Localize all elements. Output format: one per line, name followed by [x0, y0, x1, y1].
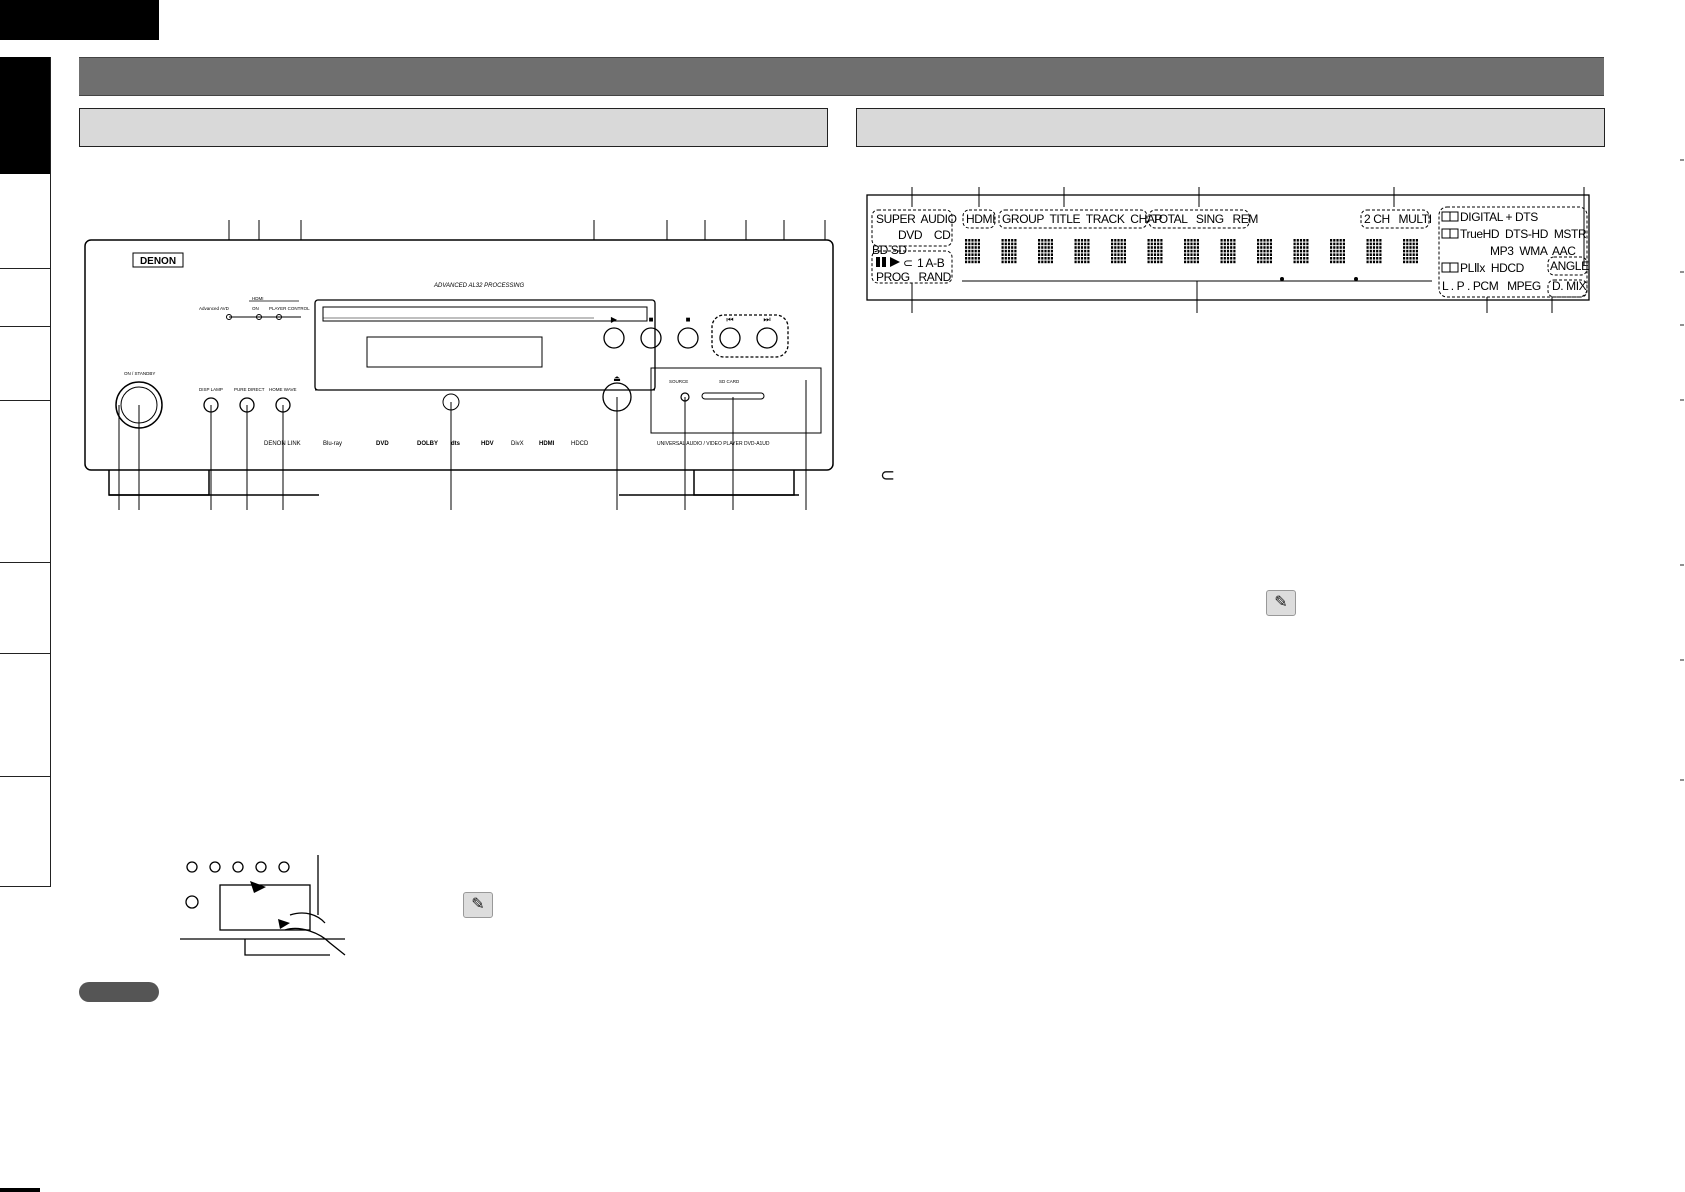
side-tab[interactable]: [0, 654, 50, 777]
repeat-icon: ⊂: [880, 465, 896, 485]
dot-matrix-display: [965, 239, 1418, 281]
ind-ch-row: 2 CH MULTI: [1364, 212, 1432, 226]
transport-buttons: [603, 314, 789, 358]
label-sd-card: SD CARD: [719, 379, 740, 384]
svg-text:▶: ▶: [611, 315, 618, 324]
label-hdmi-led: HDMI: [252, 296, 264, 301]
ind-group-row: GROUP TITLE TRACK CHAP: [1002, 212, 1162, 226]
svg-text:■: ■: [649, 315, 654, 324]
side-tab[interactable]: [0, 401, 50, 563]
bottom-callouts: [118, 380, 807, 510]
display-diagram: SUPER AUDIO DVD CD BD SD HDMI GROUP TITL…: [866, 187, 1590, 313]
side-tab[interactable]: [0, 269, 50, 327]
ind-truehd: TrueHD DTS-HD MSTR: [1460, 227, 1587, 241]
front-panel-subheader: [79, 108, 828, 147]
header-block: [0, 0, 159, 40]
note-pill: [79, 982, 159, 1002]
side-tab[interactable]: [0, 327, 50, 401]
label-pure-direct: PURE DIRECT: [234, 387, 265, 392]
ind-dvd-cd: DVD CD: [898, 228, 951, 242]
ind-hdmi: HDMI: [966, 212, 995, 226]
skip-back-button: [719, 327, 741, 349]
logo-denon-link: DENON LINK: [264, 441, 301, 447]
ind-angle: ANGLE: [1550, 259, 1589, 273]
svg-text:■: ■: [686, 315, 691, 324]
side-tab[interactable]: [0, 563, 50, 654]
ind-super-audio: SUPER AUDIO: [876, 212, 957, 226]
footer-rule: [0, 1188, 40, 1192]
label-on: ON: [252, 306, 259, 311]
logo-row: DENON LINK Blu-ray DVD DOLBY dts HDV Div…: [264, 441, 589, 447]
logo-dolby: DOLBY: [417, 441, 438, 447]
pause-button: [640, 327, 662, 349]
brand-logo: DENON: [140, 256, 176, 267]
side-tabs: [0, 57, 51, 887]
ind-pl2x: PLⅡx HDCD: [1460, 261, 1525, 275]
right-edge-ticks: [1680, 159, 1684, 781]
front-panel-diagram: DENON Advanced AVD ON PLAYER CONTROL HDM…: [84, 220, 834, 510]
ind-prog-rand: PROG RAND: [876, 270, 952, 284]
side-tab[interactable]: [0, 777, 50, 887]
label-player-control: PLAYER CONTROL: [269, 306, 310, 311]
model-label: UNIVERSAL AUDIO / VIDEO PLAYER DVD-A1UD: [657, 441, 770, 447]
label-home-wave: HOME WAVE: [269, 387, 297, 392]
pencil-note-icon: ✎: [1266, 590, 1296, 616]
ind-total-row: TOTAL SING REM: [1152, 212, 1258, 226]
side-tab[interactable]: [0, 174, 50, 269]
display-subheader: [856, 108, 1605, 147]
stop-button: [677, 327, 699, 349]
repeat-icon: ⊂: [903, 256, 913, 270]
ind-play-row: 1 A-B: [917, 256, 945, 270]
logo-hdcd: HDCD: [571, 441, 589, 447]
svg-text:⏏: ⏏: [613, 374, 621, 383]
skip-forward-button: [756, 327, 778, 349]
section-title-bar: [79, 57, 1604, 96]
logo-hdmi: HDMI: [539, 441, 555, 447]
sd-card-insert-illustration: [180, 855, 346, 956]
logo-hdv: HDV: [481, 441, 494, 447]
label-disp-lamp: DISP LAMP: [199, 387, 223, 392]
ind-dmix: D. MIX: [1552, 279, 1587, 293]
processing-label: ADVANCED AL32 PROCESSING: [433, 283, 524, 289]
svg-text:⏮: ⏮: [726, 315, 733, 324]
ind-lpcm: L . P . PCM MPEG: [1442, 279, 1541, 293]
svg-text:⏭: ⏭: [763, 315, 770, 324]
ind-bd-sd: BD SD: [872, 243, 907, 257]
logo-bluray: Blu-ray: [323, 441, 342, 447]
play-button: [603, 327, 625, 349]
label-on-standby: ON / STANDBY: [124, 371, 155, 376]
pencil-note-icon: ✎: [463, 892, 493, 918]
logo-dts: dts: [451, 441, 461, 447]
logo-divx: DivX: [511, 441, 524, 447]
ind-mp3-row: MP3 WMA AAC: [1490, 244, 1576, 258]
ind-digital-dts: DIGITAL + DTS: [1460, 210, 1538, 224]
label-advanced-avd: Advanced AVD: [199, 306, 230, 311]
side-tab-active[interactable]: [0, 57, 50, 174]
logo-dvd: DVD: [376, 441, 389, 447]
label-source: SOURCE: [669, 379, 688, 384]
